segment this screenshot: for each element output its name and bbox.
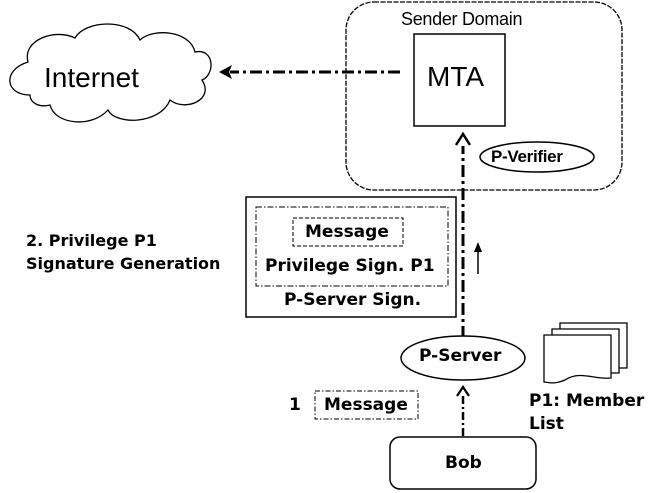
mta-label: MTA: [427, 61, 485, 92]
member-list-document-icon: [543, 322, 628, 384]
member-list-label-line2: List: [529, 414, 564, 434]
p-server-ellipse: [400, 335, 526, 381]
internet-cloud-shape: [9, 23, 212, 123]
signature-outer-box: [245, 196, 457, 318]
sender-domain-label: Sender Domain: [401, 9, 523, 29]
step1-message-box: [314, 390, 419, 420]
step1-message-label: Message: [324, 395, 408, 415]
privilege-sign-label: Privilege Sign. P1: [265, 256, 435, 276]
member-list-label-line1: P1: Member: [529, 391, 645, 411]
step2-label-line2: Signature Generation: [26, 254, 221, 273]
p-verifier-label: P-Verifier: [491, 147, 563, 166]
sender-domain-box: [345, 1, 623, 191]
bob-label: Bob: [445, 453, 482, 473]
arrowhead-up-icon: [454, 131, 472, 146]
step1-number: 1: [289, 395, 301, 415]
p-verifier-ellipse: [479, 141, 595, 173]
p-server-label: P-Server: [419, 346, 502, 366]
mta-box: [413, 33, 506, 127]
arrowhead-up-small-icon: [474, 242, 482, 252]
message-inner-box: [292, 217, 404, 247]
bob-box: [389, 436, 537, 490]
arrowhead-up-pserver-icon: [456, 385, 470, 397]
arrowhead-left-icon: [219, 65, 232, 79]
step2-label-line1: 2. Privilege P1: [26, 231, 157, 250]
p-server-sign-label: P-Server Sign.: [284, 290, 422, 310]
signature-message-label: Message: [305, 222, 389, 242]
internet-label: Internet: [44, 62, 139, 93]
privilege-sign-box: [255, 206, 449, 287]
